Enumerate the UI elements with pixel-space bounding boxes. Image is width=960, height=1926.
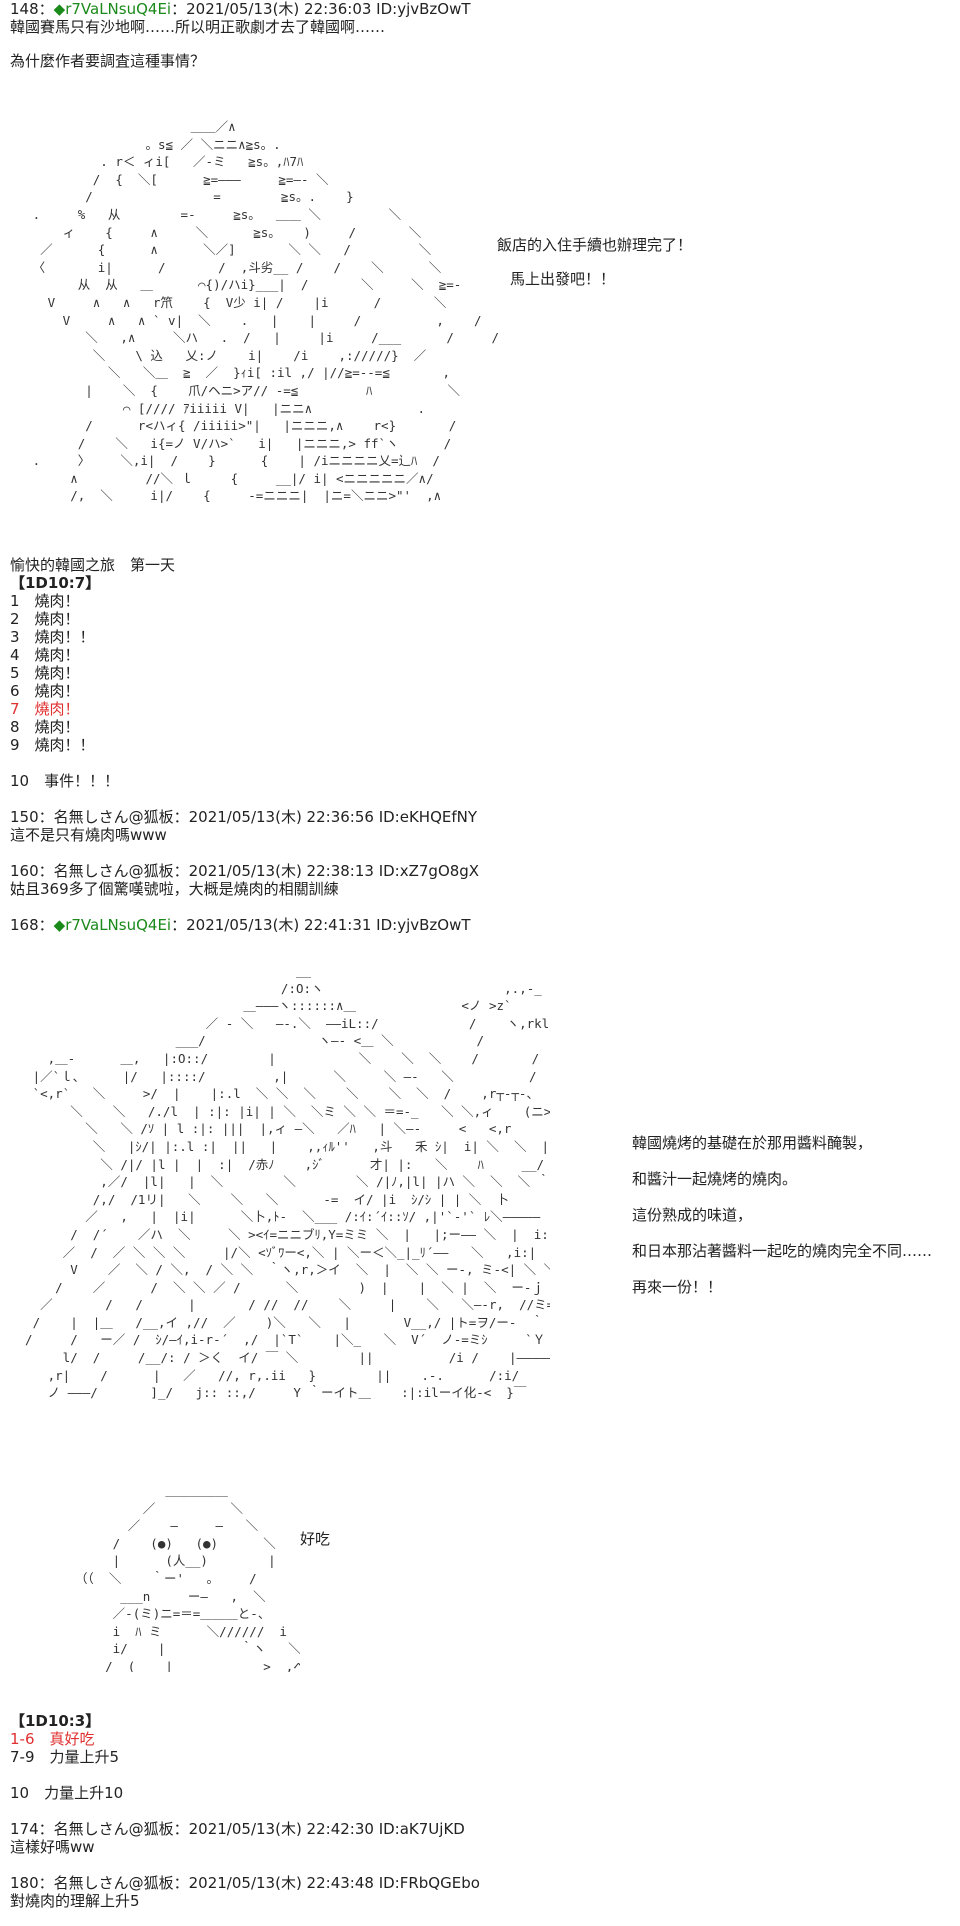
narration-line-2: 和醬汁一起燒烤的燒肉。 bbox=[632, 1170, 798, 1188]
post-180-header: 180：名無しさん@狐板：2021/05/13(木) 22:43:48 ID:F… bbox=[10, 1874, 480, 1892]
speech-bubble-line-1: 飯店的入住手續也辦理完了！ bbox=[497, 236, 693, 254]
speech-bubble-line-2: 馬上出發吧！！ bbox=[510, 270, 616, 288]
choice-4: 4 燒肉！ bbox=[10, 646, 80, 664]
ascii-art-yakiniku-feast: __ /:O:ヽ ,.,-_ ＿―――ヽ::::::∧＿ <ノ >z` ／ ‐ … bbox=[25, 963, 550, 1401]
ascii-art-horse-hotel: ＿＿／∧ 。s≦ ／ ＼ニニ∧≧s。. . r＜ ィi[ ／-ミ ≧s。,ﾊ7ﾊ… bbox=[32, 119, 500, 504]
post-148-line-2: 為什麼作者要調査這種事情？ bbox=[10, 52, 206, 70]
narration-line-4: 和日本那沾著醬料一起吃的燒肉完全不同…… bbox=[632, 1242, 933, 1260]
choice-7-selected: 7 燒肉！ bbox=[10, 700, 80, 718]
result-1-6-selected: 1-6 真好吃 bbox=[10, 1730, 95, 1748]
post-separator: ： bbox=[38, 0, 54, 18]
result-7-9: 7-9 力量上升5 bbox=[10, 1748, 120, 1766]
narration-line-3: 這份熟成的味道， bbox=[632, 1206, 753, 1224]
trip-title: 愉快的韓國之旅 第一天 bbox=[10, 556, 176, 574]
narration-line-5: 再來一份！！ bbox=[632, 1278, 723, 1296]
post-datetime: ：2021/05/13(木) 22:41:31 ID:yjvBzOwT bbox=[171, 916, 471, 934]
post-number: 148 bbox=[10, 0, 39, 18]
author-trip[interactable]: r7VaLNsuQ4Ei bbox=[65, 916, 172, 934]
dice-roll-2: 【1D10:3】 bbox=[10, 1712, 101, 1730]
choice-6: 6 燒肉！ bbox=[10, 682, 80, 700]
choice-5: 5 燒肉！ bbox=[10, 664, 80, 682]
post-150-body: 這不是只有燒肉嗎www bbox=[10, 826, 167, 844]
post-number: 168 bbox=[10, 916, 39, 934]
ascii-art-happy-face: ＿＿＿＿＿ ／ ＼ ／ ― ― ＼ / (●) (●) ＼ | (人__) | … bbox=[75, 1483, 300, 1672]
choice-9: 9 燒肉！！ bbox=[10, 736, 95, 754]
trip-diamond-icon: ◆ bbox=[53, 0, 66, 18]
post-168-header: 168：◆r7VaLNsuQ4Ei：2021/05/13(木) 22:41:31… bbox=[10, 916, 471, 934]
post-150-header: 150：名無しさん@狐板：2021/05/13(木) 22:36:56 ID:e… bbox=[10, 808, 478, 826]
yummy-caption: 好吃 bbox=[300, 1530, 331, 1548]
post-160-body: 姑且369多了個驚嘆號啦，大概是燒肉的相關訓練 bbox=[10, 880, 339, 898]
post-160-header: 160：名無しさん@狐板：2021/05/13(木) 22:38:13 ID:x… bbox=[10, 862, 480, 880]
trip-diamond-icon: ◆ bbox=[53, 916, 66, 934]
post-148-header: 148：◆r7VaLNsuQ4Ei：2021/05/13(木) 22:36:03… bbox=[10, 0, 471, 18]
choice-1: 1 燒肉！ bbox=[10, 592, 80, 610]
post-174-body: 這樣好嗎ww bbox=[10, 1838, 95, 1856]
choice-3: 3 燒肉！！ bbox=[10, 628, 95, 646]
choice-8: 8 燒肉！ bbox=[10, 718, 80, 736]
post-datetime: ：2021/05/13(木) 22:36:03 ID:yjvBzOwT bbox=[171, 0, 471, 18]
result-10: 10 力量上升10 bbox=[10, 1784, 124, 1802]
author-trip[interactable]: r7VaLNsuQ4Ei bbox=[65, 0, 172, 18]
post-148-line-1: 韓國賽馬只有沙地啊……所以明正歌劇才去了韓國啊…… bbox=[10, 18, 386, 36]
choice-2: 2 燒肉！ bbox=[10, 610, 80, 628]
post-180-body: 對燒肉的理解上升5 bbox=[10, 1892, 140, 1910]
post-separator: ： bbox=[38, 916, 54, 934]
choice-10: 10 事件！！！ bbox=[10, 772, 120, 790]
narration-line-1: 韓國燒烤的基礎在於那用醬料醃製， bbox=[632, 1134, 873, 1152]
post-174-header: 174：名無しさん@狐板：2021/05/13(木) 22:42:30 ID:a… bbox=[10, 1820, 465, 1838]
dice-roll-1: 【1D10:7】 bbox=[10, 574, 101, 592]
